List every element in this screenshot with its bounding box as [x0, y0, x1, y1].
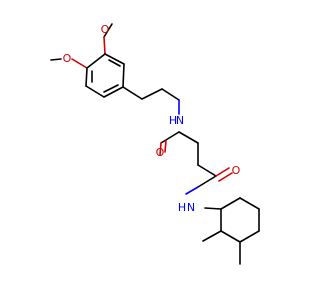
- bond-ring-2: [104, 53, 125, 65]
- bond-methyl-1: [103, 23, 113, 38]
- bond-ring-inner-1: [108, 59, 121, 67]
- bond-ring-1: [86, 53, 106, 69]
- bond-chain-6: [197, 164, 217, 177]
- bond-double-o-2b: [218, 172, 233, 182]
- bond-ring-6: [85, 67, 88, 87]
- atom-o-right-amide: O: [232, 164, 241, 177]
- atom-o-upper-methoxy: O: [101, 23, 110, 36]
- atom-nh-bottom-h: H: [178, 201, 186, 214]
- bond-cyc-5: [220, 230, 241, 243]
- bond-cyc-1: [220, 197, 241, 210]
- atom-nh-top-n: N: [176, 114, 184, 127]
- bond-double-o-1a: [159, 142, 162, 156]
- bond-cyc-2: [239, 197, 260, 210]
- bond-double-o-2a: [215, 167, 230, 177]
- bond-c-carbonyl-1: [160, 131, 180, 144]
- bond-o2-c: [71, 58, 88, 69]
- atom-nh-bottom-n: N: [187, 201, 195, 214]
- bond-chain-2: [141, 88, 163, 100]
- bond-methyl-2: [50, 58, 62, 61]
- bond-ring-inner-2: [103, 84, 119, 93]
- bond-n-cyclohexyl: [204, 207, 222, 210]
- bond-nh-bottom: [185, 186, 199, 195]
- atom-o-lower-methoxy: O: [63, 52, 72, 65]
- bond-ring-4: [103, 86, 124, 98]
- bond-ring-3: [122, 63, 125, 88]
- atom-o-left-amide: O: [156, 146, 165, 159]
- bond-c-carbonyl-2: [197, 175, 217, 188]
- bond-chain-3: [161, 88, 180, 101]
- bond-chain-4: [178, 131, 199, 144]
- bond-chain-1: [122, 86, 143, 100]
- bond-ring-5: [85, 85, 105, 98]
- molecule-structure-diagram: O O N H O O N H: [50, 23, 260, 265]
- bond-cyc-4: [239, 230, 260, 243]
- bond-double-o-1b: [164, 139, 167, 153]
- atom-nh-top-h: H: [169, 114, 177, 127]
- bond-o1-c: [103, 36, 106, 55]
- bond-methyl-3: [202, 230, 222, 242]
